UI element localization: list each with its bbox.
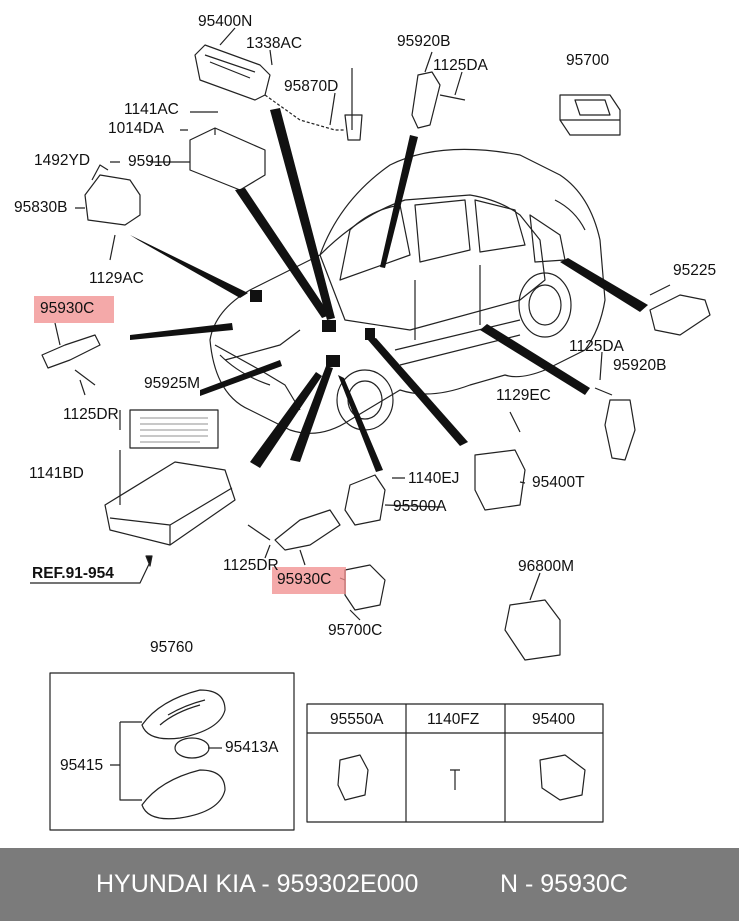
label-95920b-right: 95920B [613,357,667,374]
label-95400t: 95400T [532,474,585,491]
label-95870d: 95870D [284,78,339,95]
label-95910: 95910 [128,153,172,170]
sensor-95225 [649,294,711,336]
label-95930c-mid: 95930C [277,571,332,588]
relay-icon [337,754,369,801]
label-95830b: 95830B [14,199,68,216]
label-95400n: 95400N [198,13,253,30]
label-1125dr-left: 1125DR [63,406,119,423]
key-fob-remote [141,689,226,740]
footer-part-number: HYUNDAI KIA - 959302E000 [96,870,419,898]
table-header-95550a: 95550A [330,711,384,728]
label-1129ac: 1129AC [89,270,144,287]
sensor-95930c-left [41,334,101,369]
highlight-95930c-left [34,296,114,323]
module-95400n [194,44,271,101]
label-95700: 95700 [566,52,610,69]
label-95760: 95760 [150,639,194,656]
footer-ref-number: N - 95930C [500,870,628,898]
sensor-95920b-top [411,71,441,129]
label-1014da: 1014DA [108,120,165,137]
battery-coin [174,737,210,759]
label-1338ac: 1338AC [246,35,303,52]
sensor-95920b-right [604,399,636,461]
table-header-1140fz: 1140FZ [427,711,480,728]
label-1141ac: 1141AC [124,101,179,118]
label-95930c-left: 95930C [40,300,95,317]
leader-wedges [130,108,648,472]
relay-95700c [344,564,386,611]
relay-95500a [344,474,386,526]
label-1125da-top: 1125DA [433,57,488,74]
sensor-95930c-mid [274,509,341,551]
label-96800m: 96800M [518,558,575,575]
label-ref-91-954: REF.91-954 [32,565,114,582]
label-1492yd: 1492YD [34,152,91,169]
warning-label-95925m [129,409,219,449]
label-1140ej: 1140EJ [408,470,460,487]
ref-arrow [30,561,151,584]
diagram-drawing [30,27,711,831]
label-95415: 95415 [60,757,104,774]
module-96800m [504,599,561,661]
label-95925m: 95925M [144,375,201,392]
module-large [104,461,236,546]
label-1125da-right: 1125DA [569,338,624,355]
parts-diagram: 95400N 1338AC 95920B 95700 1125DA 95870D… [14,13,717,831]
bracket-95830b [84,174,141,226]
antenna [344,68,363,141]
parts-table [306,703,604,823]
highlight-95930c-mid [272,567,346,594]
label-95920b-top: 95920B [397,33,451,50]
table-header-95400: 95400 [532,711,576,728]
label-95500a: 95500A [393,498,447,515]
module-95400t [474,449,526,511]
label-1129ec: 1129EC [496,387,551,404]
label-1141bd: 1141BD [29,465,84,482]
label-95413a: 95413A [225,739,279,756]
keyfob-box [49,672,295,831]
label-95700c: 95700C [328,622,383,639]
label-1125dr-mid: 1125DR [223,557,279,574]
key-fob-case [141,769,226,820]
footer-bar: HYUNDAI KIA - 959302E000 N - 95930C [0,848,739,921]
label-95225: 95225 [673,262,717,279]
module-icon [539,754,586,801]
module-95910 [189,127,266,191]
